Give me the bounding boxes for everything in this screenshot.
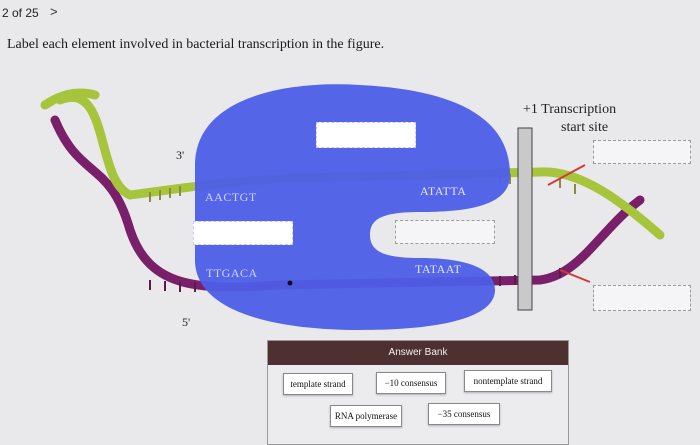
template-strand [50,115,645,292]
sequence-aactgt: AACTGT [205,190,257,204]
answer-chip-template-strand[interactable]: template strand [283,373,353,395]
drop-target-polymerase[interactable] [316,122,416,148]
sequence-ttgaca: TTGACA [206,266,258,280]
start-site-label-line1: +1 Transcription [523,102,617,117]
question-counter: 2 of 25 [2,6,39,20]
top-bar: 2 of 25 > [0,0,700,30]
pointer-line-upper [547,164,586,186]
question-text: Label each element involved in bacterial… [7,37,385,52]
start-site-label-line2: start site [561,120,609,135]
answer-chip-minus10-consensus[interactable]: −10 consensus [376,372,446,394]
drop-target-template[interactable] [593,285,691,311]
rna-polymerase-shape [195,84,510,330]
three-prime-label: 3' [176,148,185,162]
nontemplate-strand-upper [40,88,100,110]
pointer-line-lower [559,269,591,283]
next-question-icon[interactable]: > [50,4,58,19]
answer-chip-rna-polymerase[interactable]: RNA polymerase [330,405,402,427]
drop-target-minus35[interactable] [193,221,293,245]
sequence-atatta: ATATTA [420,184,467,198]
answer-bank: Answer Bank template strand −10 consensu… [267,340,569,445]
drop-target-minus10[interactable] [395,220,495,244]
five-prime-label: 5' [182,315,191,329]
answer-chip-nontemplate-strand[interactable]: nontemplate strand [464,370,552,392]
start-site-marker [517,127,533,311]
answer-chip-minus35-consensus[interactable]: −35 consensus [428,403,500,425]
drop-target-nontemplate[interactable] [593,140,691,164]
sequence-tataat: TATAAT [415,262,462,276]
answer-bank-title: Answer Bank [268,341,568,365]
